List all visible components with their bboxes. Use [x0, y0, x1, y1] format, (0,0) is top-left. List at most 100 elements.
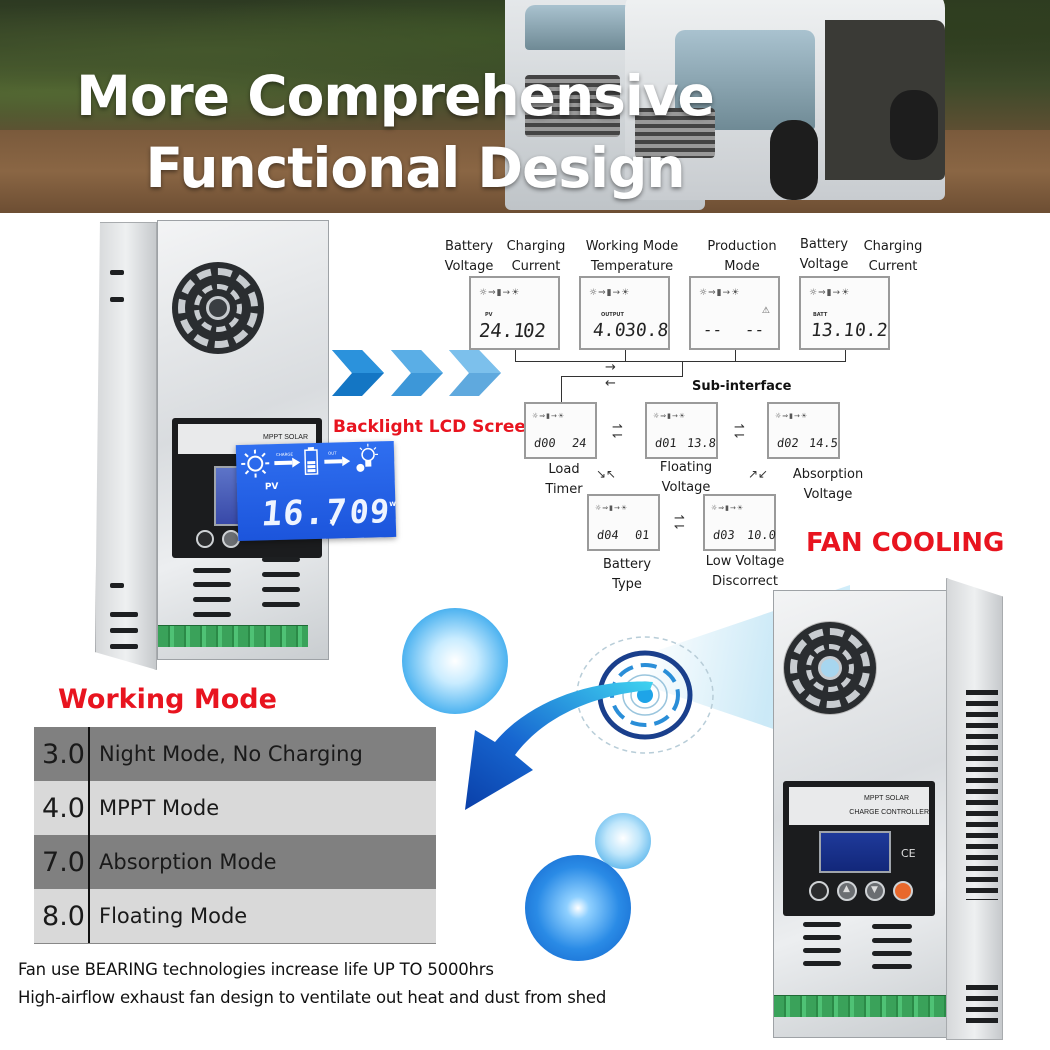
control-panel: MPPT SOLAR CHARGE CONTROLLER CE ▲ ▼	[783, 781, 935, 916]
fan-cooling-label: FAN COOLING	[806, 528, 1005, 558]
vent-slot	[872, 951, 912, 956]
brand-label-line-2: CHARGE CONTROLLER	[849, 809, 929, 816]
pv-label: PV	[264, 481, 279, 493]
bubble-icon	[402, 608, 508, 714]
power-unit: W	[389, 500, 397, 509]
lcd-status-icons: ☼⇒▮→☀	[653, 412, 687, 420]
lcd-tag: BATT	[813, 312, 828, 318]
lcd-status-icons: ☼⇒▮→☀	[699, 288, 741, 298]
side-vent-grille	[966, 985, 998, 1025]
down-button[interactable]: ▼	[865, 881, 885, 901]
vent-slot	[803, 922, 841, 927]
lcd-status-icons: ☼⇒▮→☀	[479, 288, 521, 298]
lcd-status-icons: ☼⇒▮→☀	[775, 412, 809, 420]
side-slot	[110, 270, 124, 275]
backlight-lcd-screen: CHARGE OUT PV 16.7 V 09 W	[235, 440, 397, 542]
table-row: 3.0 Night Mode, No Charging	[34, 727, 436, 781]
device-side-panel	[95, 222, 157, 670]
page-title: More Comprehensive Functional Design	[0, 60, 790, 204]
connector-line	[682, 361, 683, 376]
swap-arrows-icon: ⇀↽	[674, 511, 685, 534]
chevron-right-icon	[391, 350, 443, 396]
lcd-status-icons: ☼⇒▮→☀	[595, 504, 629, 512]
sub-code: d01	[654, 436, 678, 450]
mode-code: 3.0	[34, 727, 90, 781]
mode-code: 4.0	[34, 781, 90, 835]
lcd-value-right: --	[744, 320, 766, 339]
fan-grille-icon	[784, 622, 876, 714]
brand-label: MPPT SOLAR	[263, 434, 308, 441]
table-row: 4.0 MPPT Mode	[34, 781, 436, 835]
mode-name: MPPT Mode	[99, 796, 220, 820]
chevron-right-icon	[449, 350, 501, 396]
title-line-1: More Comprehensive	[76, 64, 715, 128]
chevron-right-icon	[332, 350, 384, 396]
lcd-tag: OUTPUT	[601, 312, 624, 318]
mode-name: Absorption Mode	[99, 850, 277, 874]
sub-value: 10.0	[746, 528, 777, 542]
sub-value: 13.8	[686, 436, 717, 450]
menu-button[interactable]	[196, 530, 214, 548]
enter-button[interactable]	[893, 881, 913, 901]
diagonal-arrows-icon: ↘↖	[596, 467, 617, 481]
connector-line	[735, 350, 736, 362]
mode-name: Night Mode, No Charging	[99, 742, 363, 766]
up-button[interactable]: ▲	[837, 881, 857, 901]
table-row: 7.0 Absorption Mode	[34, 835, 436, 889]
connector-line	[561, 376, 683, 377]
side-slot	[110, 583, 124, 588]
menu-esc-button[interactable]	[809, 881, 829, 901]
lcd-status-icons: ☼⇒▮→☀	[532, 412, 566, 420]
backlight-lcd-label: Backlight LCD Screen	[333, 417, 538, 437]
vent-slot	[193, 568, 231, 573]
sub-code: d04	[596, 528, 620, 542]
note-fan-bearing: Fan use BEARING technologies increase li…	[18, 960, 494, 979]
lcd-screen-production: ☼⇒▮→☀ ⚠ -- --	[689, 276, 780, 350]
vent-slot	[872, 938, 912, 943]
sub-screen-absorption-voltage: ☼⇒▮→☀ d02 14.5	[767, 402, 840, 459]
vent-slot	[803, 948, 841, 953]
terminal-block	[774, 995, 946, 1017]
lcd-value-right: 0.2	[853, 320, 889, 341]
sub-screen-battery-type: ☼⇒▮→☀ d04 01	[587, 494, 660, 551]
campervan-front	[625, 0, 945, 200]
sub-value: 14.5	[808, 436, 839, 450]
vent-slot	[193, 597, 231, 602]
warning-icon: ⚠	[761, 306, 770, 316]
working-mode-title: Working Mode	[58, 684, 277, 715]
side-slot	[110, 297, 124, 302]
vent-slot	[872, 964, 912, 969]
vent-slot	[803, 935, 841, 940]
vent-slot	[262, 572, 300, 577]
out-label: OUT	[327, 450, 337, 456]
vent-slot	[193, 612, 231, 617]
diagonal-arrows-icon: ↗↙	[748, 467, 769, 481]
swap-arrows-icon: ⇀↽	[734, 420, 745, 443]
arrow-down-icon: ▼	[871, 885, 878, 895]
vent-slot	[262, 587, 300, 592]
voltage-unit: V	[329, 518, 337, 528]
vent-slot	[262, 557, 300, 562]
vent-slot	[193, 582, 231, 587]
van-wheel	[770, 120, 818, 200]
bubble-icon	[525, 855, 631, 961]
side-slot	[110, 644, 138, 649]
lcd-tag: PV	[485, 312, 493, 318]
sub-code: d02	[776, 436, 800, 450]
vent-slot	[262, 602, 300, 607]
ce-mark: CE	[901, 847, 916, 860]
swap-arrows-icon: →←	[605, 360, 616, 391]
lcd-screen-output: ☼⇒▮→☀ OUTPUT 4.0 30.8	[579, 276, 670, 350]
arrow-up-icon: ▲	[843, 884, 850, 894]
arrow-right-icon	[324, 456, 351, 467]
lcd-value-left: 4.0	[591, 320, 627, 341]
